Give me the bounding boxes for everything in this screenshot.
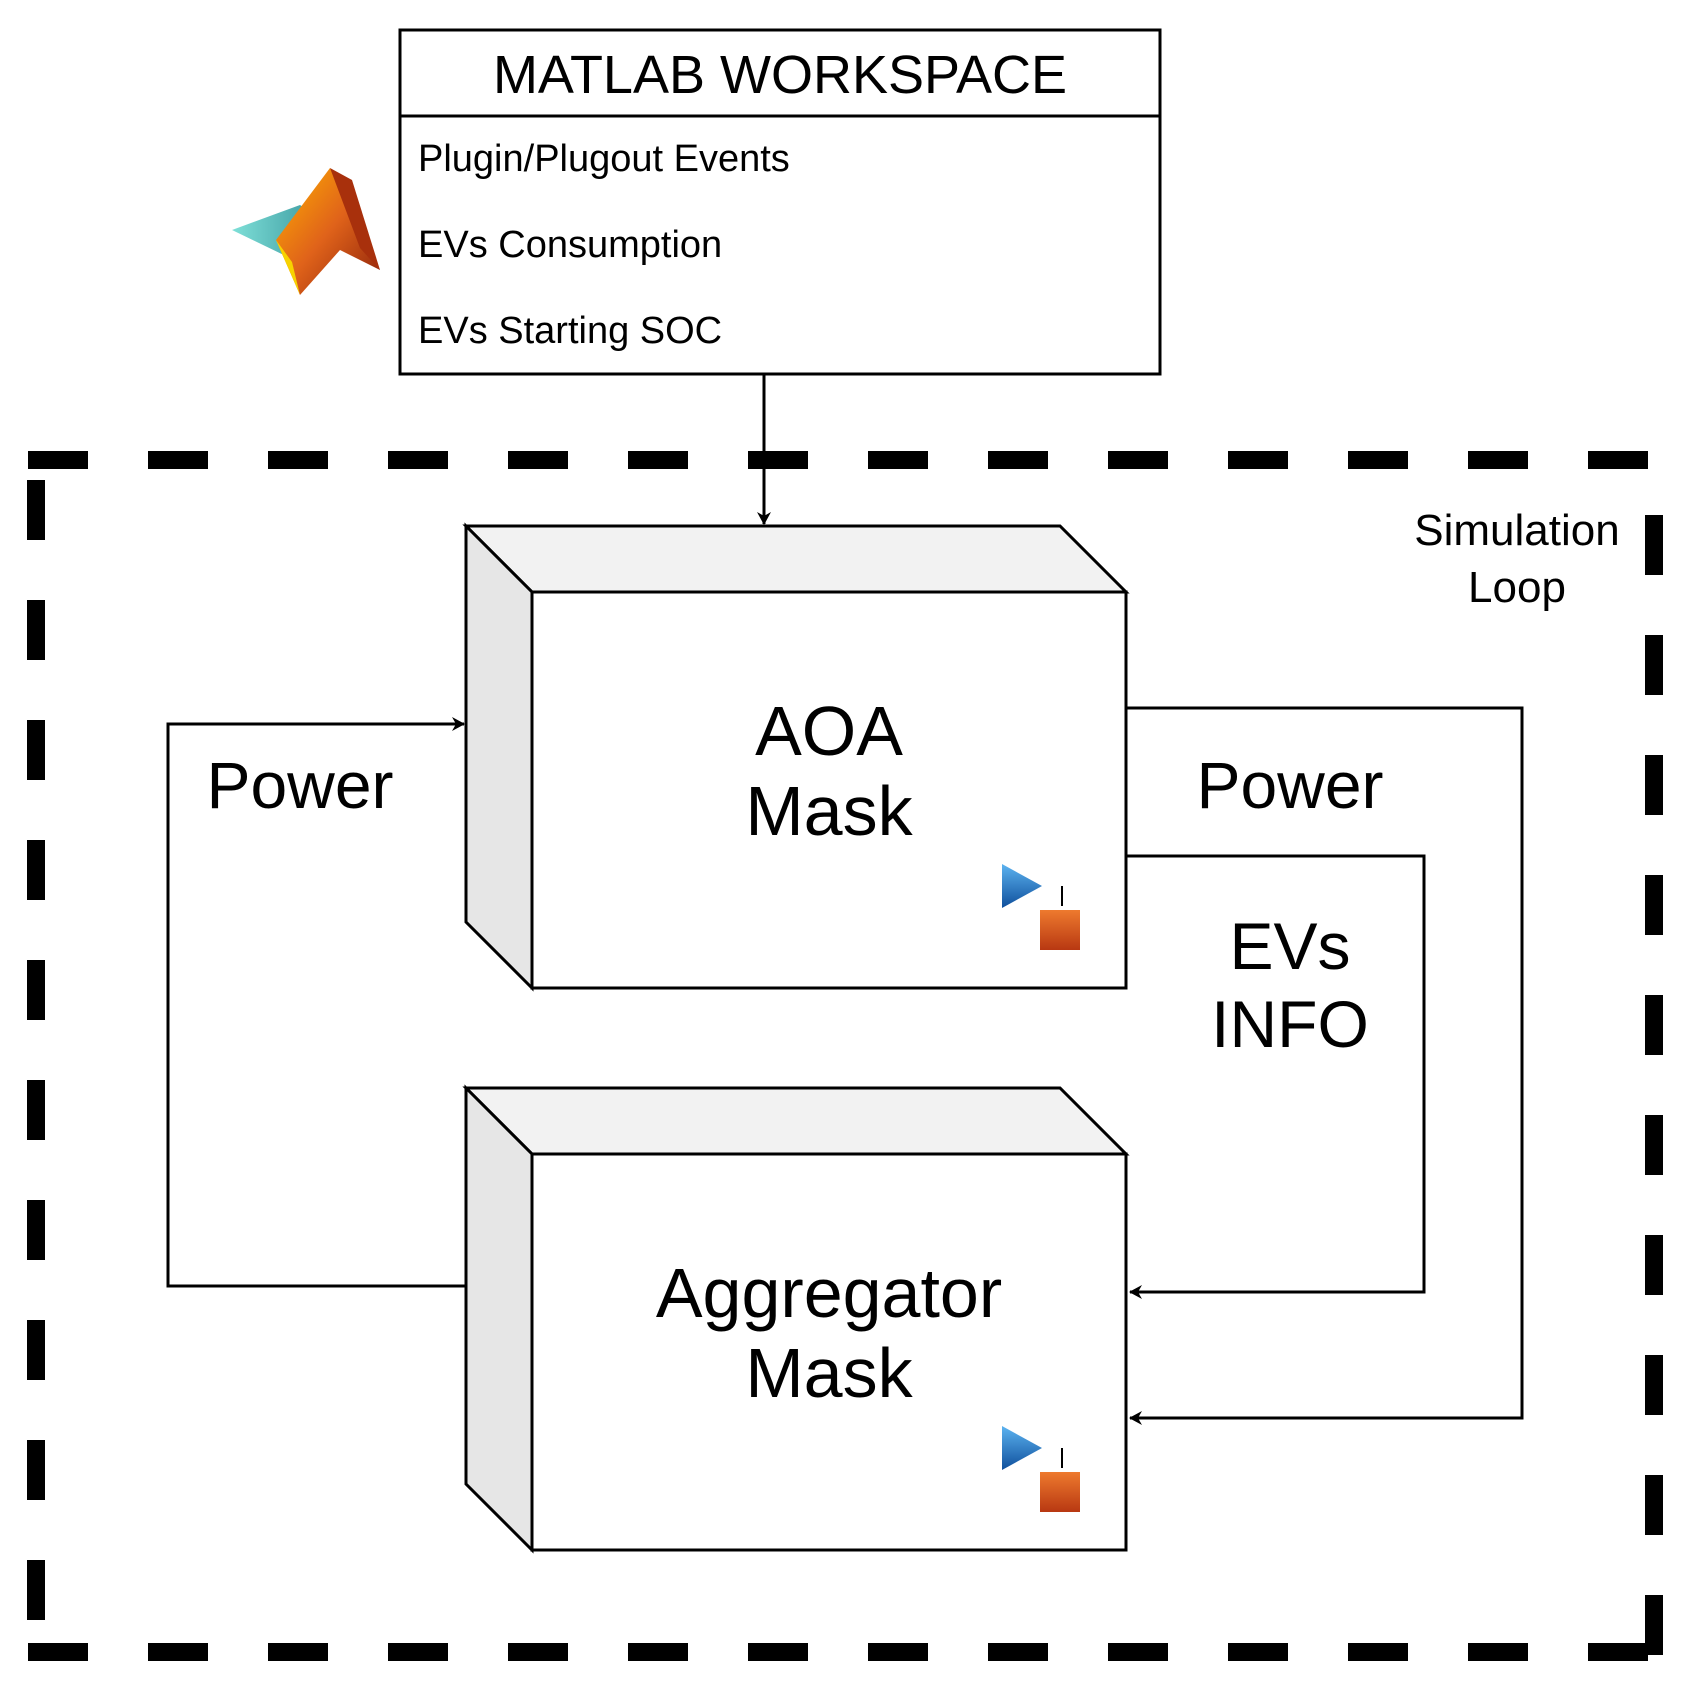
- evs-info-line2: INFO: [1211, 986, 1369, 1061]
- evs-info-line1: EVs: [1229, 909, 1351, 983]
- matlab-logo-icon: [232, 168, 380, 295]
- workspace-item-evs-consumption: EVs Consumption: [418, 224, 723, 266]
- workspace-title: MATLAB WORKSPACE: [492, 45, 1068, 105]
- aoa-mask-box: [462, 522, 1130, 992]
- aoa-mask-line2: Mask: [745, 771, 913, 850]
- power-right-label: Power: [1196, 748, 1384, 822]
- aggregator-simulink-icon: [1002, 1426, 1080, 1512]
- aggregator-mask-title: Aggregator Mask: [532, 1254, 1126, 1414]
- evs-info-label: EVs INFO: [1170, 908, 1410, 1064]
- power-left-connector: [166, 717, 466, 1288]
- evs-info-connector: [1126, 854, 1426, 1299]
- power-right-connector: [1126, 706, 1524, 1425]
- workspace-item-evs-starting-soc: EVs Starting SOC: [418, 310, 723, 352]
- simulation-loop-line1: Simulation: [1414, 506, 1620, 555]
- aoa-mask-title: AOA Mask: [532, 692, 1126, 852]
- simulation-loop-frame: [27, 451, 1663, 1661]
- workspace-item-plugin-events: Plugin/Plugout Events: [418, 138, 790, 180]
- matlab-workspace-box: [398, 28, 1162, 376]
- simulation-loop-line2: Loop: [1468, 563, 1566, 613]
- aoa-mask-line1: AOA: [755, 692, 903, 770]
- aggregator-mask-line1: Aggregator: [655, 1254, 1003, 1332]
- simulation-loop-label: Simulation Loop: [1382, 502, 1652, 616]
- power-left-label: Power: [206, 748, 394, 822]
- aggregator-mask-box: [462, 1084, 1130, 1554]
- aggregator-mask-line2: Mask: [745, 1333, 913, 1412]
- aoa-simulink-icon: [1002, 864, 1080, 950]
